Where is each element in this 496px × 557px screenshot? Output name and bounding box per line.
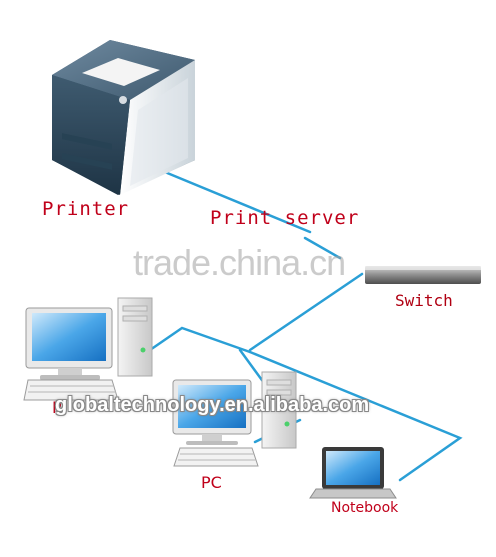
- pc-icon: [172, 371, 297, 467]
- switch-icon: [365, 266, 481, 284]
- notebook-icon: [309, 447, 397, 499]
- switch-label: Switch: [395, 291, 453, 310]
- notebook-label: Notebook: [331, 500, 399, 516]
- network-cables: [148, 168, 463, 482]
- trade-china-watermark: trade.china.cn: [133, 242, 346, 283]
- printer-cable: [158, 168, 312, 234]
- pc-icon: [23, 297, 153, 401]
- printer-label: Printer: [42, 198, 130, 220]
- backbone-cable: [248, 350, 463, 482]
- globaltechnology-watermark: globaltechnology.en.alibaba.com: [55, 394, 370, 416]
- print-server-label: Print server: [210, 207, 360, 229]
- pc1-cable: [148, 326, 252, 354]
- switch-uplink-cable: [248, 272, 364, 352]
- print-server-cable: [303, 236, 342, 260]
- printer-icon: [52, 40, 195, 195]
- pc-left-label: P: [52, 398, 62, 417]
- pc-label: PC: [201, 473, 222, 492]
